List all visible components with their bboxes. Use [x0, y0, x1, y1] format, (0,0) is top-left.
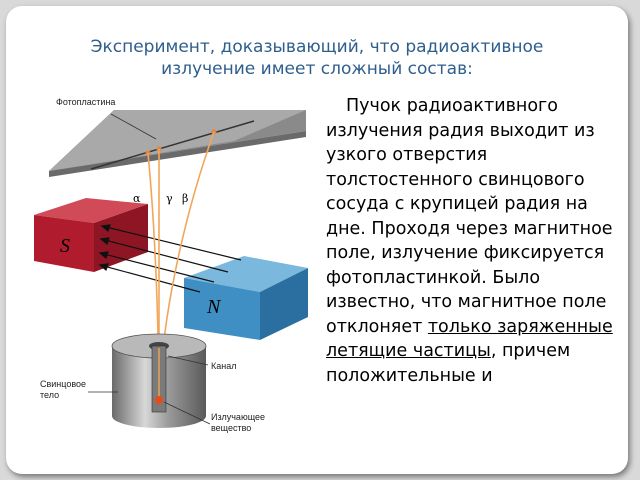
label-n: N [206, 296, 222, 318]
label-alpha: α [133, 192, 141, 205]
title-line-2: излучение имеет сложный состав: [161, 59, 473, 79]
description-part-2: , причем положительные и [326, 341, 571, 386]
photoplate [49, 110, 306, 177]
label-emitting-2: вещество [211, 423, 251, 433]
description-text: Пучок радиоактивного излучения радия вых… [326, 94, 622, 388]
label-gamma: γ [166, 192, 173, 205]
description-part-1: Пучок радиоактивного излучения радия вых… [326, 96, 613, 337]
slide: Эксперимент, доказывающий, что радиоакти… [6, 6, 628, 474]
label-s: S [60, 235, 70, 257]
photoplate-arrow [110, 113, 157, 140]
label-lead-body-1: Свинцовое [40, 379, 86, 389]
emitting-pointer [163, 401, 211, 425]
label-channel: Канал [211, 361, 236, 371]
title-line-1: Эксперимент, доказывающий, что радиоакти… [90, 37, 544, 57]
lead-container [111, 333, 207, 428]
experiment-figure: Фотопластина S N α γ [34, 97, 308, 433]
slide-title: Эксперимент, доказывающий, что радиоакти… [6, 36, 628, 80]
label-emitting-1: Излучающее [211, 412, 265, 422]
field-lines [98, 224, 242, 293]
label-photoplate: Фотопластина [56, 97, 115, 107]
channel-pointer [167, 355, 209, 366]
magnet-n [184, 256, 308, 340]
label-lead-body-2: тело [40, 390, 59, 400]
description-underlined: только заряженные летящие частицы [326, 316, 613, 362]
label-beta: β [182, 192, 188, 205]
